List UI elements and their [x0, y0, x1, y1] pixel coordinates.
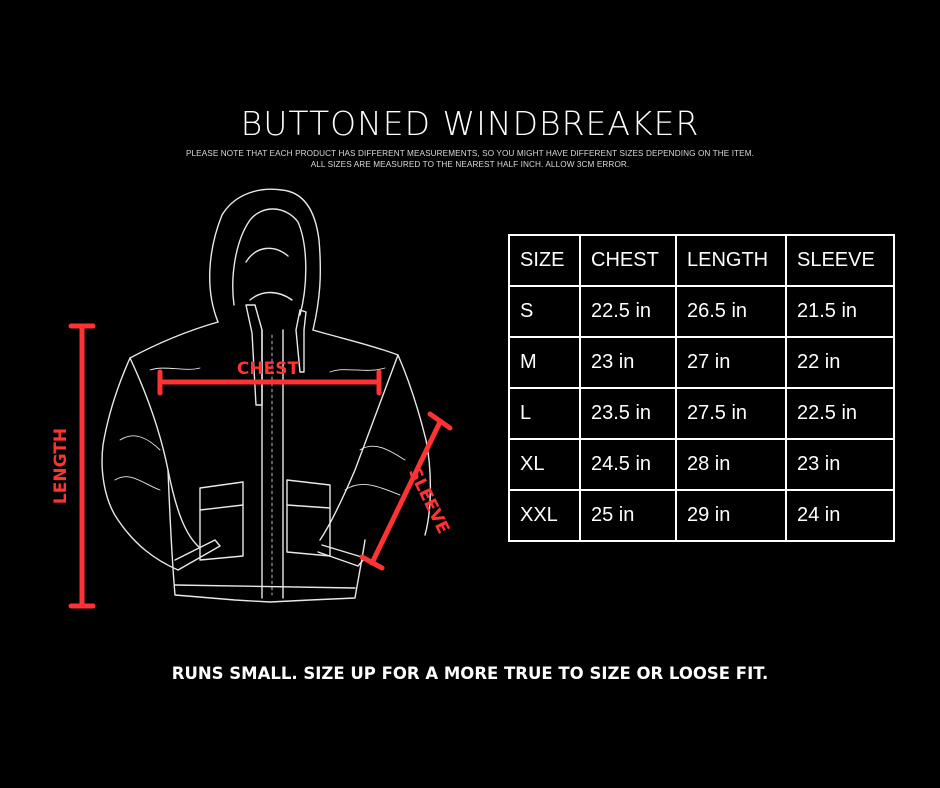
length-cell: 26.5 in	[675, 285, 787, 338]
table-row: S 22.5 in 26.5 in 21.5 in	[508, 285, 895, 338]
table-row: L 23.5 in 27.5 in 22.5 in	[508, 387, 895, 440]
sleeve-cell: 22.5 in	[785, 387, 895, 440]
page-title: BUTTONED WINDBREAKER	[240, 104, 700, 143]
length-measure-line	[68, 323, 96, 609]
sleeve-measure-line	[359, 411, 453, 571]
header-sleeve: SLEEVE	[785, 234, 895, 287]
table-row: XL 24.5 in 28 in 23 in	[508, 438, 895, 491]
length-cell: 28 in	[675, 438, 787, 491]
length-cell: 27.5 in	[675, 387, 787, 440]
size-cell: M	[508, 336, 581, 389]
header-size: SIZE	[508, 234, 581, 287]
chest-cell: 24.5 in	[579, 438, 677, 491]
length-label: LENGTH	[51, 428, 71, 504]
sleeve-cell: 24 in	[785, 489, 895, 542]
sleeve-cell: 23 in	[785, 438, 895, 491]
header-chest: CHEST	[579, 234, 677, 287]
measurement-note-line-1: PLEASE NOTE THAT EACH PRODUCT HAS DIFFER…	[185, 149, 755, 158]
size-cell: XXL	[508, 489, 581, 542]
length-cell: 29 in	[675, 489, 787, 542]
table-row: XXL 25 in 29 in 24 in	[508, 489, 895, 542]
jacket-outline	[101, 188, 432, 603]
sleeve-label: SLEEVE	[404, 464, 453, 537]
table-row: M 23 in 27 in 22 in	[508, 336, 895, 389]
length-cell: 27 in	[675, 336, 787, 389]
chest-cell: 22.5 in	[579, 285, 677, 338]
size-cell: S	[508, 285, 581, 338]
sleeve-cell: 22 in	[785, 336, 895, 389]
chest-label: CHEST	[237, 359, 300, 379]
chest-cell: 23 in	[579, 336, 677, 389]
table-header-row: SIZE CHEST LENGTH SLEEVE	[508, 234, 895, 287]
size-chart-table: SIZE CHEST LENGTH SLEEVE S 22.5 in 26.5 …	[508, 234, 895, 542]
chest-cell: 25 in	[579, 489, 677, 542]
sleeve-cell: 21.5 in	[785, 285, 895, 338]
size-cell: XL	[508, 438, 581, 491]
header-length: LENGTH	[675, 234, 787, 287]
measurement-note-line-2: ALL SIZES ARE MEASURED TO THE NEAREST HA…	[310, 160, 630, 169]
fit-note: RUNS SMALL. SIZE UP FOR A MORE TRUE TO S…	[171, 664, 769, 683]
chest-cell: 23.5 in	[579, 387, 677, 440]
chest-measure-line	[157, 369, 382, 396]
size-cell: L	[508, 387, 581, 440]
